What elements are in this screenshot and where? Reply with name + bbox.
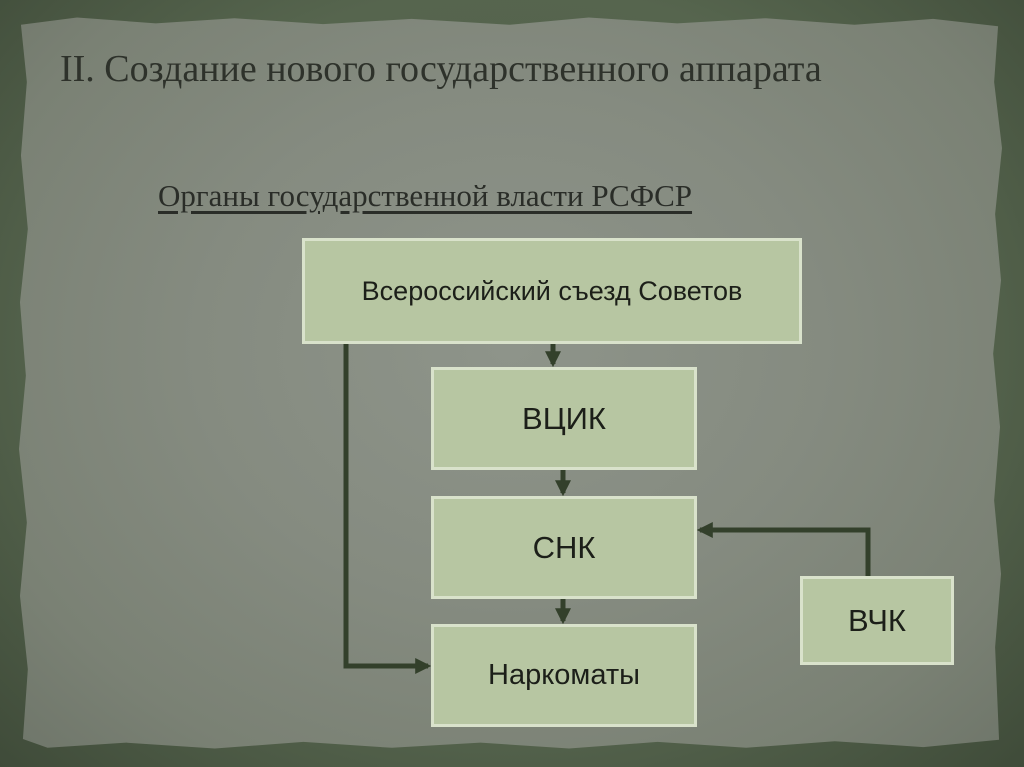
slide-subtitle: Органы государственной власти РСФСР <box>158 178 693 213</box>
node-narkomaty: Наркоматы <box>431 624 697 727</box>
node-congress-of-soviets: Всероссийский съезд Советов <box>302 238 802 344</box>
edge-congress-narkomaty <box>343 344 432 675</box>
node-vcik: ВЦИК <box>431 367 697 470</box>
slide-title: II. Создание нового государственного апп… <box>60 48 822 90</box>
node-vchk: ВЧК <box>800 576 954 665</box>
node-snk: СНК <box>431 496 697 599</box>
edge-vchk-snk <box>696 521 871 576</box>
